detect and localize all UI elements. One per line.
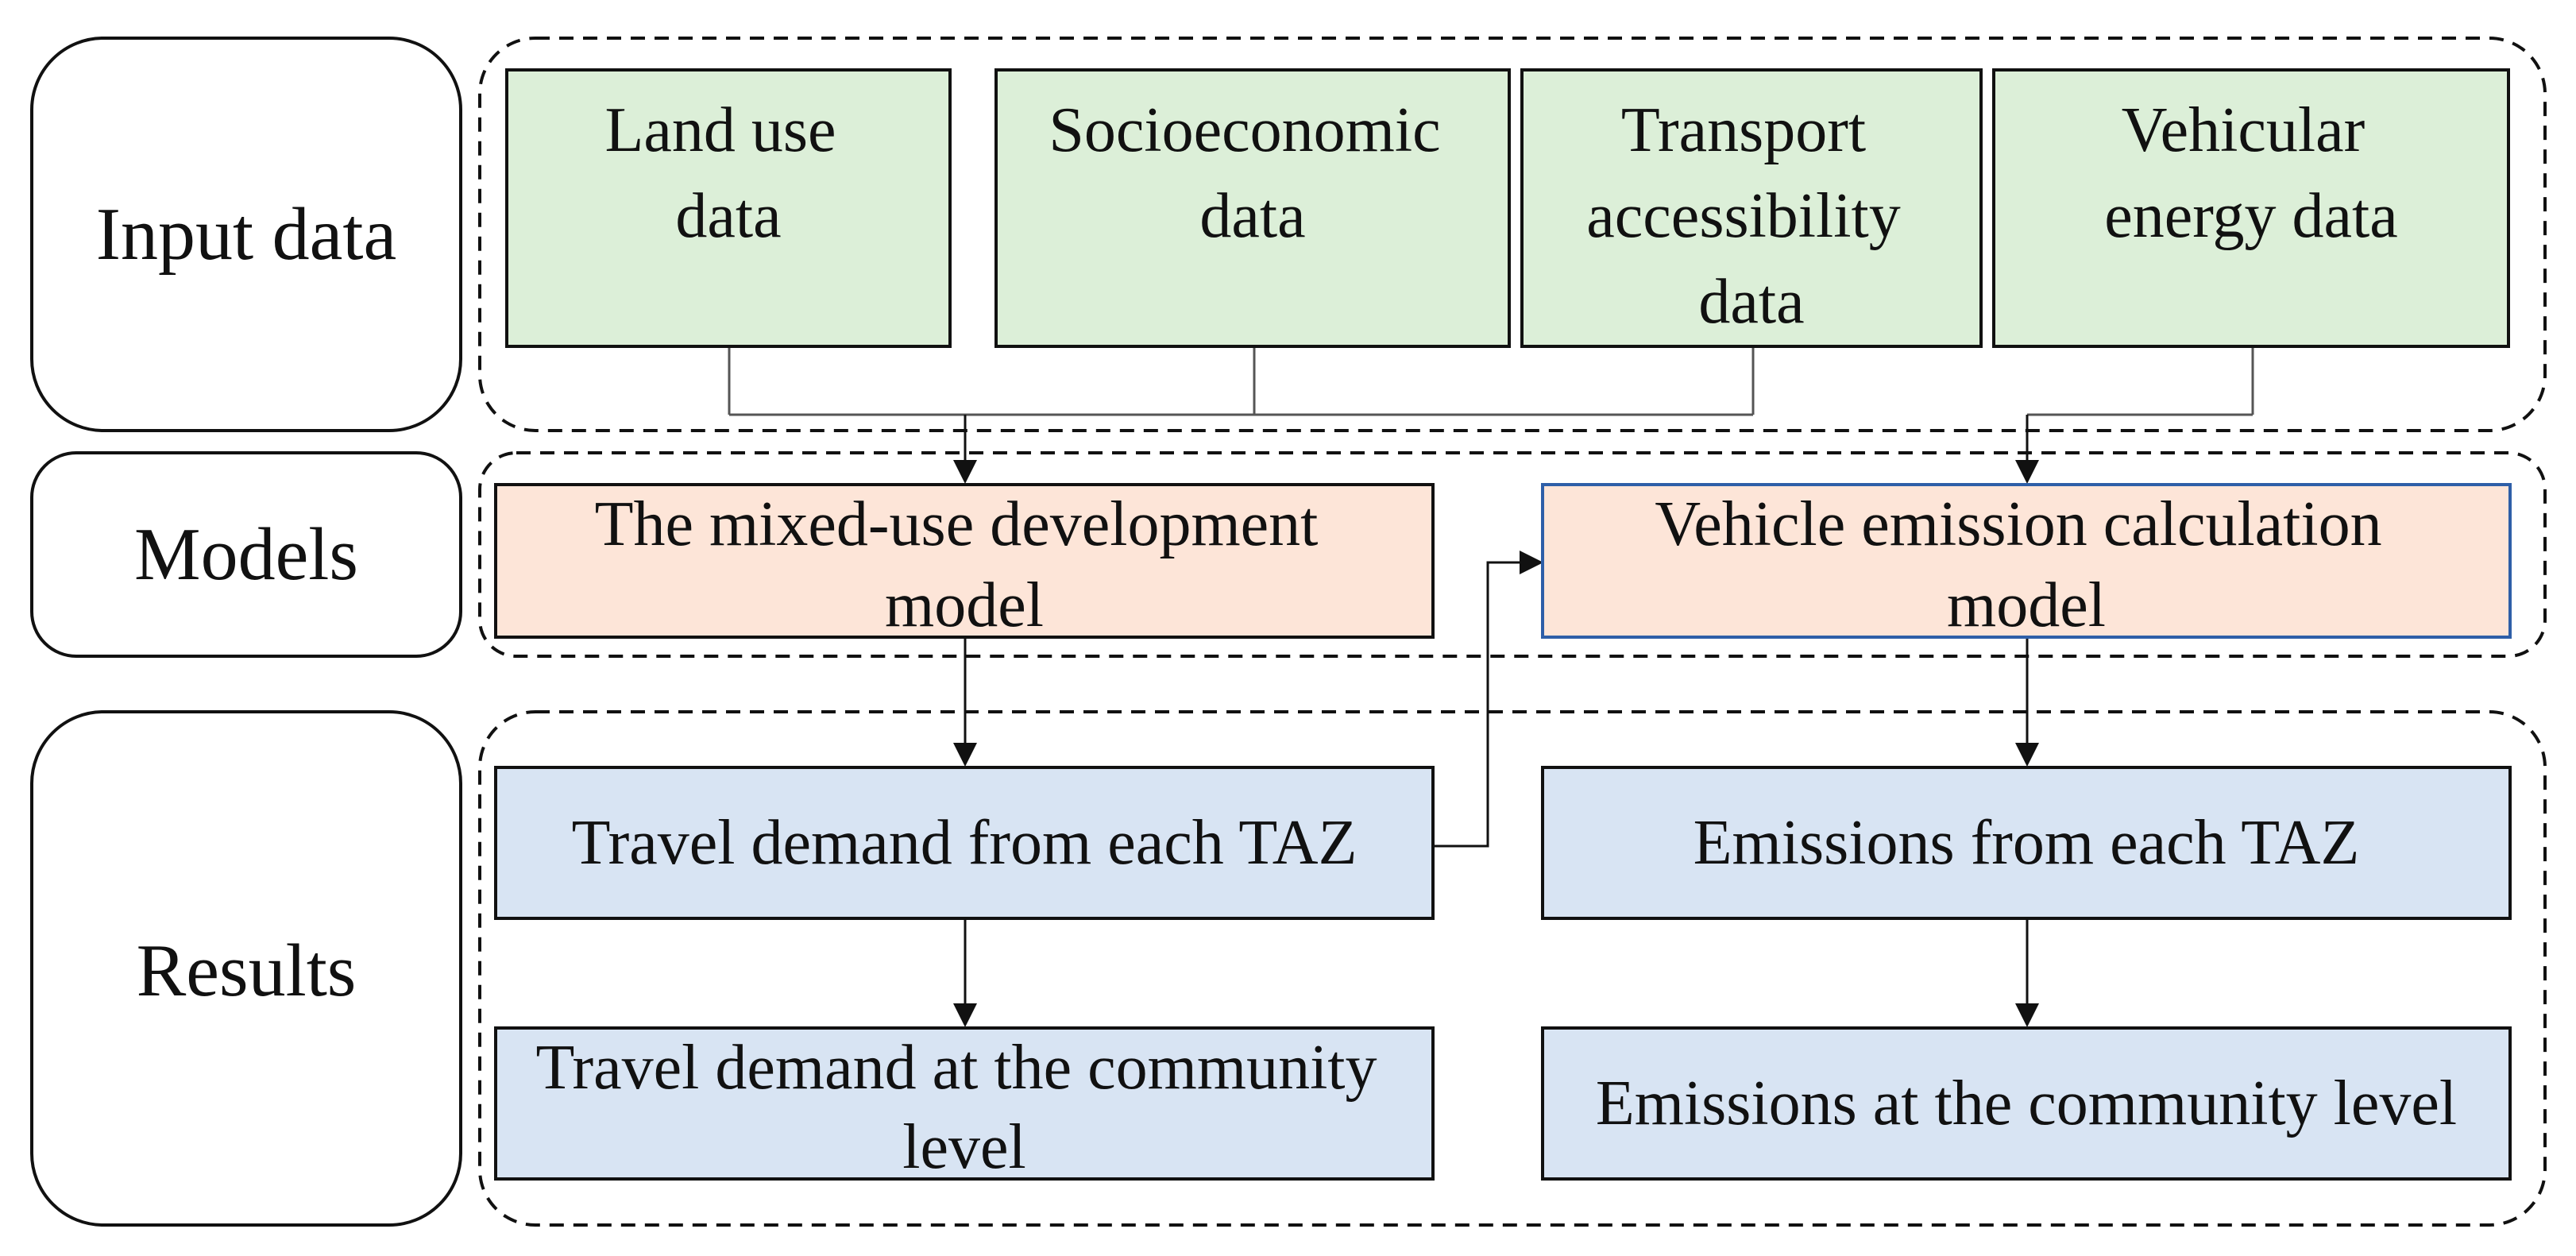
input-vehicular-line-2: energy data — [2104, 181, 2397, 251]
row-label-results: Results — [30, 710, 462, 1227]
arrow-travel-taz-to-emission-model — [1433, 551, 1543, 848]
svg-text:Transport accessibility: Transport accessibility data — [1586, 95, 1916, 337]
input-transport-line-2: accessibility — [1586, 181, 1900, 251]
result-box-emissions-taz: Emissions from each TAZ — [1541, 766, 2512, 920]
result-box-emissions-community: Emissions at the community level — [1541, 1026, 2512, 1181]
input-land-use-line-1: Land use — [604, 95, 836, 165]
row-label-models-text: Models — [134, 513, 358, 596]
results-group-container — [478, 710, 2547, 1227]
input-box-transport-accessibility: Transport accessibility data — [1520, 68, 1983, 348]
row-label-input-text: Input data — [96, 193, 396, 276]
result-travel-community-line-2: level — [902, 1112, 1025, 1182]
model-box-mixed-use: The mixed-use development model — [494, 483, 1435, 640]
result-emissions-community-text: Emissions at the community level — [1596, 1069, 2457, 1138]
input-box-vehicular-energy: Vehicular energy data — [1992, 68, 2510, 348]
input-group-container — [478, 37, 2547, 432]
svg-text:Vehicle emission calculation: Vehicle emission calculation model — [1655, 489, 2397, 640]
svg-text:Socioeconomic data: Socioeconomic data — [1049, 95, 1456, 251]
model-box-emission-calculation: Vehicle emission calculation model — [1541, 483, 2512, 640]
result-box-travel-demand-taz: Travel demand from each TAZ — [494, 766, 1435, 920]
svg-text:Travel demand at the community: Travel demand at the community level — [535, 1033, 1392, 1182]
result-travel-taz-text: Travel demand from each TAZ — [572, 808, 1358, 878]
input-box-socioeconomic: Socioeconomic data — [994, 68, 1511, 348]
row-label-models: Models — [30, 451, 462, 658]
result-emissions-taz-text: Emissions from each TAZ — [1694, 808, 2360, 878]
input-land-use-line-2: data — [675, 181, 781, 251]
input-transport-line-1: Transport — [1621, 95, 1866, 165]
model-mixed-use-line-2: model — [885, 570, 1044, 640]
row-label-results-text: Results — [137, 929, 357, 1012]
input-socioeconomic-line-1: Socioeconomic — [1049, 95, 1440, 165]
model-mixed-use-line-1: The mixed-use development — [595, 489, 1319, 559]
arrows — [953, 415, 2039, 1027]
row-label-input: Input data — [30, 37, 462, 432]
input-box-land-use: Land use data — [505, 68, 952, 348]
result-box-travel-demand-community: Travel demand at the community level — [494, 1026, 1435, 1182]
model-emission-line-1: Vehicle emission calculation — [1655, 489, 2381, 559]
svg-text:Land use data: Land use data — [604, 95, 852, 251]
connectors — [728, 346, 2254, 416]
input-transport-line-3: data — [1698, 267, 1804, 337]
model-emission-line-2: model — [1947, 570, 2106, 640]
input-socioeconomic-line-2: data — [1199, 181, 1305, 251]
svg-text:The mixed-use development: The mixed-use development model — [595, 489, 1334, 640]
result-travel-community-line-1: Travel demand at the community — [535, 1033, 1377, 1103]
svg-text:Vehicular energy data: Vehicular energy data — [2104, 95, 2397, 251]
input-vehicular-line-1: Vehicular — [2122, 95, 2366, 165]
